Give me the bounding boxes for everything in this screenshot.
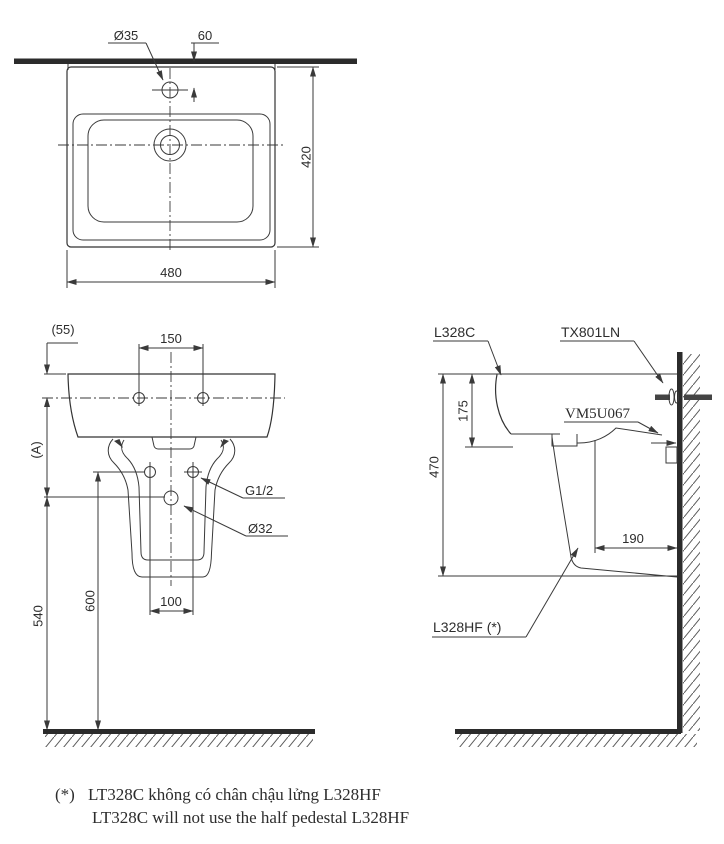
pedestal-inner-contour [121,439,224,561]
dimension-supply-spacing-100: 100 [149,462,194,615]
dimension-depth-420: 420 [277,66,319,248]
dim-label-420: 420 [299,146,314,168]
basin-outline-front [67,373,276,438]
front-view: 150 (55) (A) 540 600 [29,322,315,747]
dim-label-190: 190 [622,531,644,546]
dim-label-150: 150 [160,331,182,346]
top-view: Ø35 60 420 480 [14,28,357,288]
floor-section-side [455,729,681,734]
pedestal-profile-side [551,436,678,578]
dimension-hole-to-wall: 60 [191,28,219,102]
pedestal-model-text: L328HF (*) [433,619,501,635]
basin-front-profile [494,374,512,435]
floor-hatch-side [457,734,697,747]
footnote-marker: (*) [55,785,75,804]
dim-label-faucet-diameter: Ø35 [114,28,139,43]
dimension-rim-depth-175: 175 [456,373,513,448]
footnote-line1: LT328C không có chân chậu lửng L328HF [88,785,381,804]
dimension-faucet-diameter: Ø35 [108,28,164,81]
side-view: 175 470 190 L328C TX801LN VM5U067 [427,324,712,747]
dimension-mount-spacing-150: 150 [138,331,204,390]
fitting-model-text: TX801LN [561,324,620,340]
wall-section-top-view [14,58,357,64]
dim-label-g12: G1/2 [245,483,273,498]
bracket-model-text: VM5U067 [565,406,631,422]
basin-rim-inner [72,113,271,241]
dim-label-60: 60 [198,28,212,43]
dimension-height-a: (A) [29,397,50,498]
basin-model-text: L328C [434,324,475,340]
label-fitting-model: TX801LN [560,324,664,384]
dim-label-540: 540 [31,605,46,627]
label-basin-model: L328C [433,324,502,376]
dim-label-600: 600 [83,590,98,612]
dim-label-55: (55) [51,322,74,337]
dimension-height-470: 470 [427,373,446,577]
dim-label-a: (A) [29,441,44,458]
dim-label-o32: Ø32 [248,521,273,536]
basin-bowl [87,119,254,223]
footnote-line2: LT328C will not use the half pedestal L3… [92,808,409,827]
wall-hatch [683,354,700,731]
wall-section-side [677,352,683,733]
dimension-rim-55: (55) [44,322,78,375]
dimension-drain-height-540: 540 [31,496,165,731]
label-supply-g12: G1/2 [200,477,285,499]
footnote: (*) LT328C không có chân chậu lửng L328H… [55,785,409,827]
floor-section-front [43,729,315,734]
basin-outline-top [66,66,276,248]
hook-arrow-left [114,439,123,448]
overflow-recess [151,436,197,450]
label-pedestal-model: L328HF (*) [432,547,579,638]
wall-bolt-tx801ln [655,388,712,406]
basin-underside [511,427,663,447]
pedestal-outline-front [107,438,236,578]
dim-label-480: 480 [160,265,182,280]
dim-label-100: 100 [160,594,182,609]
label-drain-32: Ø32 [183,505,288,537]
floor-hatch-front [45,734,313,747]
label-bracket-model: VM5U067 [564,406,659,434]
hook-arrow-right [220,439,229,448]
dimension-offset-190: 190 [594,531,678,551]
dimension-supply-height-600: 600 [83,471,145,731]
wall-bracket-vm5u067 [651,440,678,464]
dimension-width-480: 480 [66,250,276,288]
dim-label-175: 175 [456,400,471,422]
dim-label-470: 470 [427,456,442,478]
